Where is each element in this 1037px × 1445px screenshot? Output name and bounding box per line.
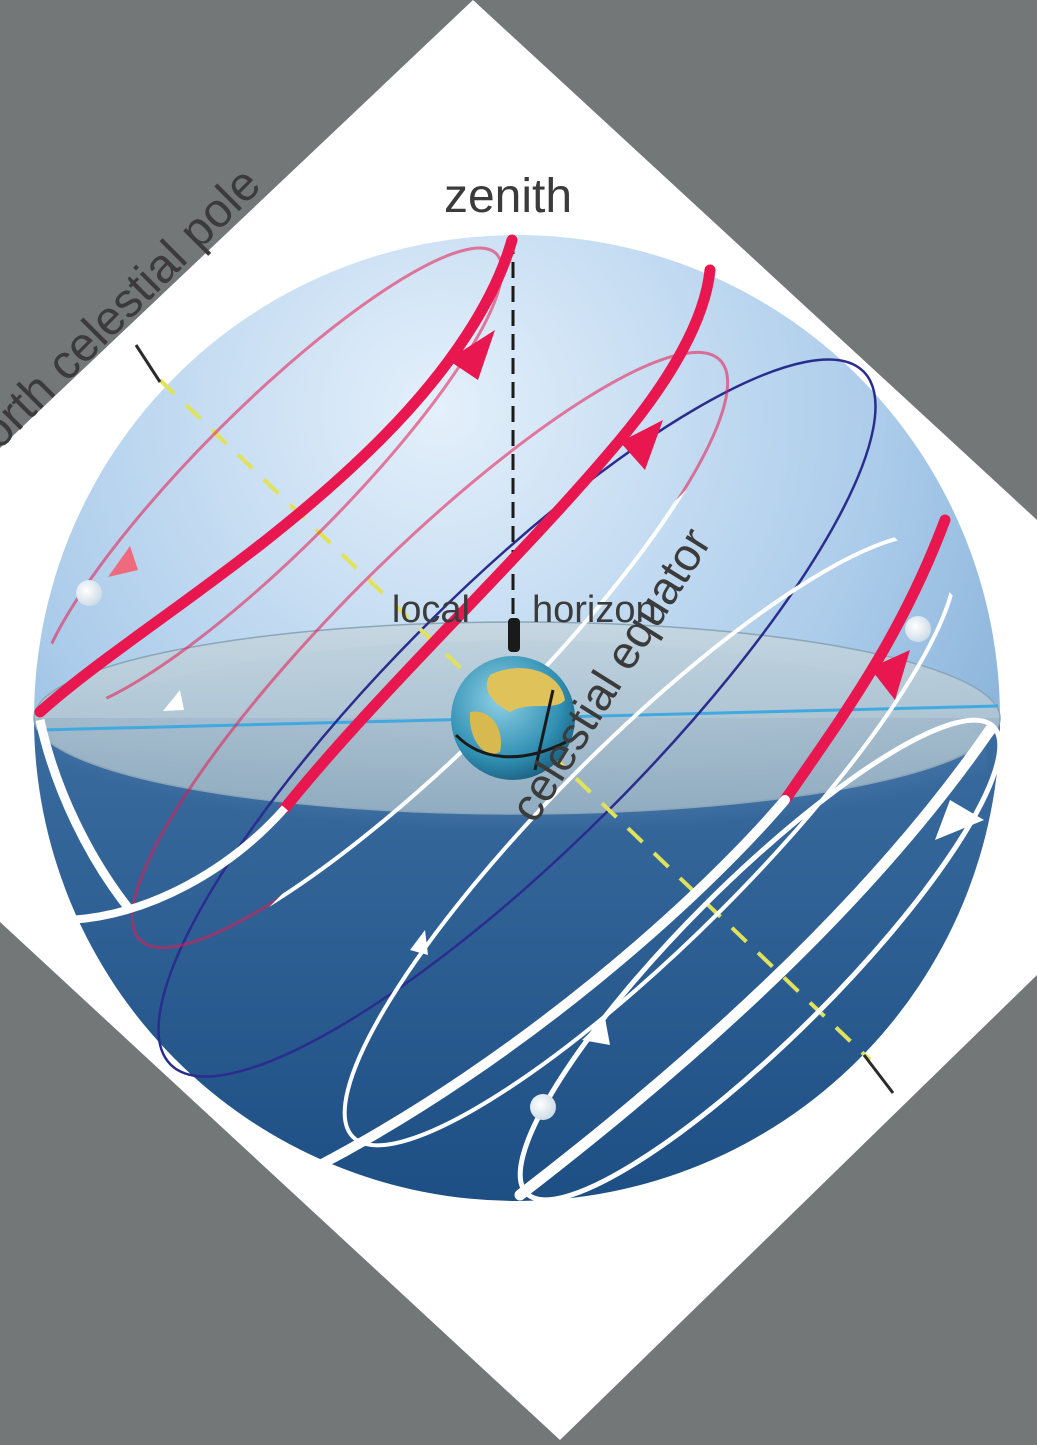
pole-tick-south bbox=[862, 1054, 895, 1094]
polar-axis bbox=[134, 344, 895, 1094]
pole-tick-north bbox=[134, 344, 162, 383]
observer-marker bbox=[508, 618, 520, 652]
arrow-icon bbox=[448, 330, 495, 380]
arrow-icon bbox=[582, 1018, 610, 1045]
star-dot bbox=[76, 580, 102, 606]
local-label: local bbox=[392, 589, 470, 631]
star-dot bbox=[905, 616, 931, 642]
zenith-label: zenith bbox=[444, 170, 572, 223]
sky-upper-hemisphere bbox=[34, 235, 1000, 718]
star-paths bbox=[34, 234, 1003, 1203]
star-dot bbox=[530, 1094, 556, 1120]
star-path-1 bbox=[34, 234, 518, 913]
arrow-icon bbox=[108, 546, 138, 577]
horizon-label: horizon bbox=[532, 589, 657, 631]
direction-arrows bbox=[108, 330, 984, 1045]
star-path-4 bbox=[514, 717, 1003, 1203]
arrow-icon bbox=[870, 650, 910, 700]
arrow-icon bbox=[620, 420, 663, 470]
arrow-icon bbox=[410, 930, 428, 955]
observer bbox=[508, 618, 520, 652]
arrow-icon bbox=[935, 800, 984, 840]
stars bbox=[76, 580, 931, 1120]
arrow-icon bbox=[163, 690, 184, 711]
earth-globe bbox=[451, 656, 575, 780]
